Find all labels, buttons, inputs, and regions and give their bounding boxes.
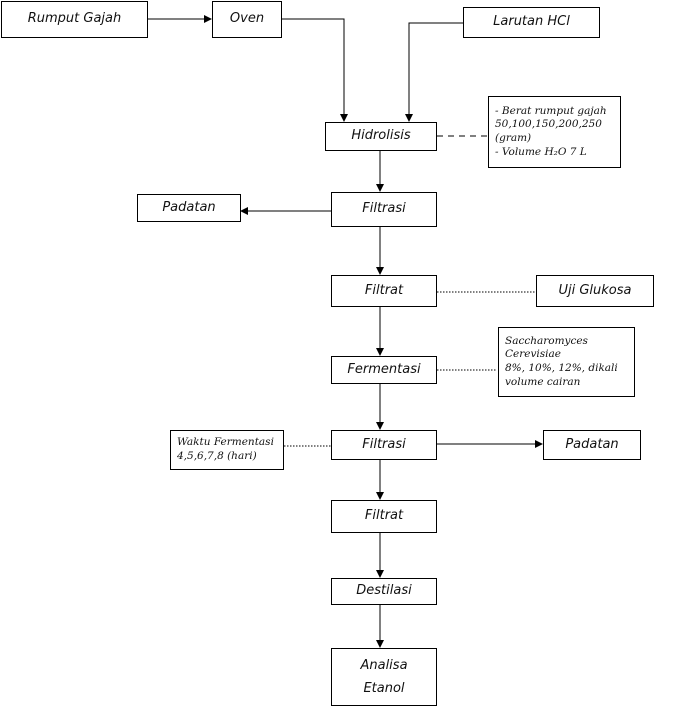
note-fermentasi-line: volume cairan <box>505 375 581 388</box>
node-filtrat-2: Filtrat <box>331 500 437 533</box>
node-destilasi: Destilasi <box>331 578 437 605</box>
note-hidrolisis-line: - Berat rumput gajah <box>495 104 607 117</box>
node-filtrat-1: Filtrat <box>331 275 437 307</box>
node-analisa-line2: Etanol <box>363 681 405 696</box>
arrow-oven-to-hidrolisis <box>282 18 348 122</box>
note-waktu-fermentasi: Waktu Fermentasi 4,5,6,7,8 (hari) <box>170 430 284 470</box>
note-hidrolisis-line: (gram) <box>495 132 532 144</box>
node-rumput-gajah: Rumput Gajah <box>1 1 148 38</box>
node-oven: Oven <box>212 1 282 38</box>
note-hidrolisis-line: 50,100,150,200,250 <box>495 118 602 131</box>
node-filtrasi-2: Filtrasi <box>331 430 437 460</box>
node-analisa-line1: Analisa <box>360 658 408 673</box>
node-padatan-1: Padatan <box>137 194 241 222</box>
node-analisa-etanol: Analisa Etanol <box>331 648 437 706</box>
note-hidrolisis: - Berat rumput gajah 50,100,150,200,250 … <box>488 96 621 168</box>
note-hidrolisis-line: - Volume H₂O 7 L <box>495 145 587 158</box>
note-waktu-line: Waktu Fermentasi <box>177 436 274 449</box>
node-uji-glukosa: Uji Glukosa <box>536 275 654 307</box>
node-hidrolisis: Hidrolisis <box>325 122 437 151</box>
node-fermentasi: Fermentasi <box>331 356 437 384</box>
note-waktu-line: 4,5,6,7,8 (hari) <box>177 450 257 462</box>
node-larutan-hcl: Larutan HCl <box>463 7 600 38</box>
arrow-hcl-to-hidrolisis <box>405 22 463 122</box>
note-fermentasi-line: 8%, 10%, 12%, dikali <box>505 362 618 374</box>
node-filtrasi-1: Filtrasi <box>331 192 437 227</box>
node-padatan-2: Padatan <box>543 430 641 460</box>
note-fermentasi: Saccharomyces Cerevisiae 8%, 10%, 12%, d… <box>498 327 635 397</box>
note-fermentasi-line: Saccharomyces <box>505 334 588 347</box>
note-fermentasi-line: Cerevisiae <box>505 348 561 361</box>
